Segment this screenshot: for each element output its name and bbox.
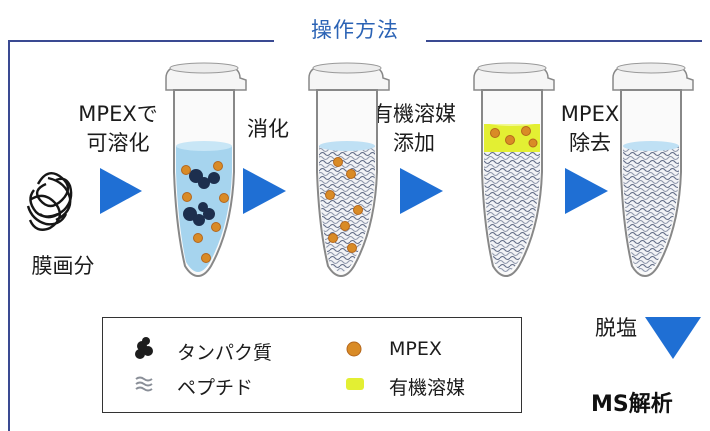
legend: タンパク質 ペプチド MPEX 有機溶媒 [102,317,522,413]
tube-2 [308,62,390,278]
legend-protein-icon [135,337,153,359]
legend-symbols [135,337,364,392]
step-3-line-1: 有機溶媒 [372,102,456,126]
tube-1 [165,62,247,278]
step-4-label: MPEX 除去 [548,100,632,158]
step-1-line-2: 可溶化 [86,131,150,155]
desalt-label: 脱塩 [595,316,637,340]
legend-peptide-label: ペプチド [177,377,254,399]
legend-protein-label: タンパク質 [177,342,273,364]
arrow-2 [243,168,286,214]
desalt-arrow [645,317,701,359]
start-label: 膜画分 [31,254,95,278]
legend-solvent-label: 有機溶媒 [389,377,466,399]
tube-4 [612,62,694,278]
step-3-label: 有機溶媒 添加 [362,100,466,158]
legend-mpex-label: MPEX [389,338,442,360]
legend-peptide-icon [135,376,153,392]
step-4-line-1: MPEX [560,102,620,126]
legend-solvent-icon [346,378,364,390]
result-label: MS解析 [591,392,673,417]
step-1-line-1: MPEXで [78,102,158,126]
step-3-line-2: 添加 [393,131,435,155]
frame-top-right [426,40,702,42]
membrane-fraction-blob [26,172,73,231]
tube-3 [473,62,555,278]
frame-top-left [8,40,274,42]
legend-mpex-icon [346,341,362,357]
arrow-4 [565,168,608,214]
frame-left [8,40,10,431]
step-4-line-2: 除去 [569,131,611,155]
diagram-title: 操作方法 [311,18,399,42]
arrow-3 [400,168,443,214]
step-2-label: 消化 [232,115,304,144]
step-2-line-1: 消化 [247,117,289,141]
arrow-1 [100,168,142,214]
step-1-label: MPEXで 可溶化 [62,100,174,158]
